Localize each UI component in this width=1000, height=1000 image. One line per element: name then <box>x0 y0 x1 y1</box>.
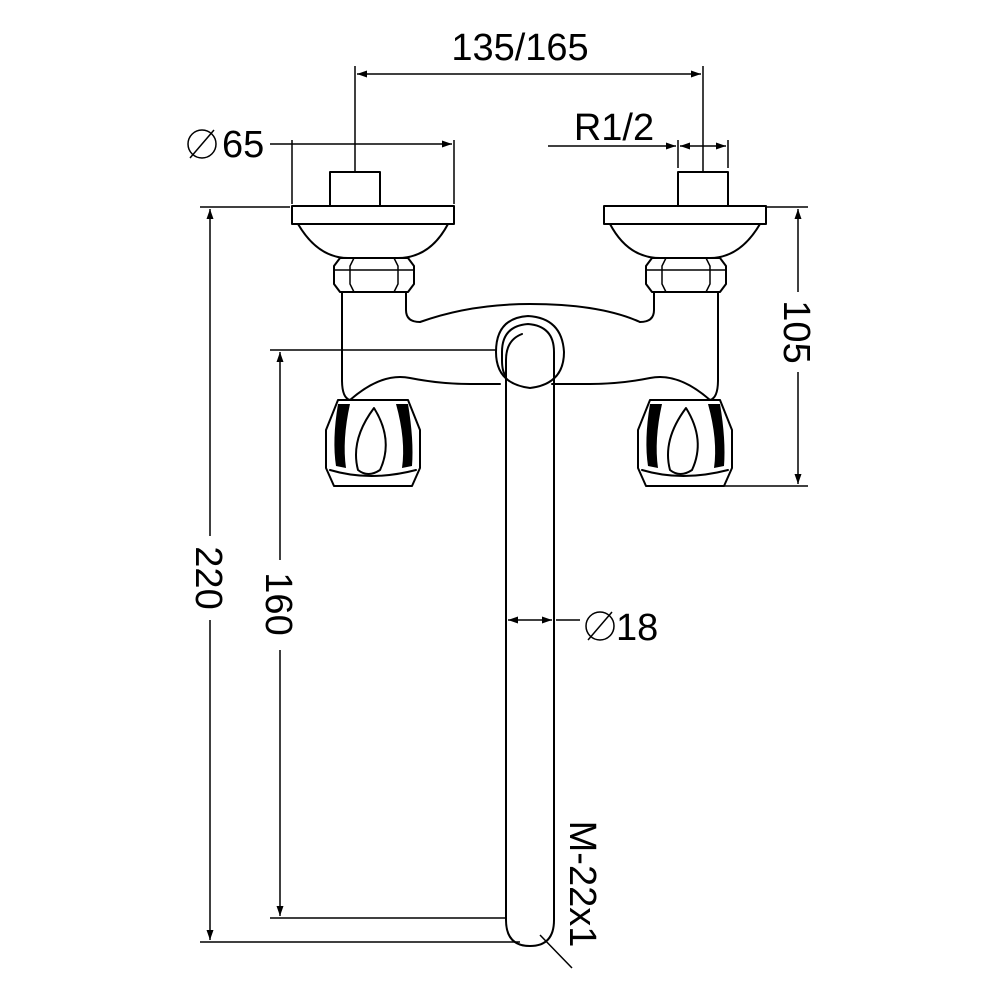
right-valve-body <box>709 291 719 401</box>
right-hex-nut <box>645 257 727 293</box>
dim-total-height: 220 <box>187 206 520 943</box>
left-valve-body <box>341 291 351 401</box>
left-valve <box>291 171 455 487</box>
diameter-symbol-icon <box>187 129 217 159</box>
diameter-symbol-icon <box>585 611 615 641</box>
dim-spout-diameter: 18 <box>508 607 658 649</box>
dim-centers: 135/165 <box>354 27 704 172</box>
dim-spout-thread-label: M-22x1 <box>561 821 603 948</box>
dim-spout-height-label: 160 <box>257 572 299 635</box>
left-inlet-pipe <box>329 171 381 207</box>
right-flange-cone <box>609 223 761 259</box>
dim-total-height-label: 220 <box>187 546 229 609</box>
mixer-body <box>349 303 711 401</box>
dim-thread: R1/2 <box>548 107 729 168</box>
dim-spout-thread: M-22x1 <box>539 821 603 969</box>
spout <box>495 315 565 947</box>
left-handle <box>325 399 421 487</box>
dim-spout-height: 160 <box>257 349 506 919</box>
dim-centers-label: 135/165 <box>451 27 588 69</box>
left-flange-plate <box>291 205 455 225</box>
dim-right-height: 105 <box>724 206 817 487</box>
spout-swivel-collar <box>495 315 565 389</box>
spout-tube <box>501 323 555 947</box>
right-inlet-pipe <box>677 171 729 207</box>
dim-flange: 65 <box>187 124 455 204</box>
right-valve <box>603 171 767 487</box>
right-flange-plate <box>603 205 767 225</box>
dim-right-height-label: 105 <box>775 300 817 363</box>
left-flange-cone <box>297 223 449 259</box>
dim-spout-diameter-label: 18 <box>616 607 658 649</box>
right-handle <box>637 399 733 487</box>
dim-thread-label: R1/2 <box>574 107 654 149</box>
left-hex-nut <box>333 257 415 293</box>
dim-flange-label: 65 <box>222 124 264 166</box>
